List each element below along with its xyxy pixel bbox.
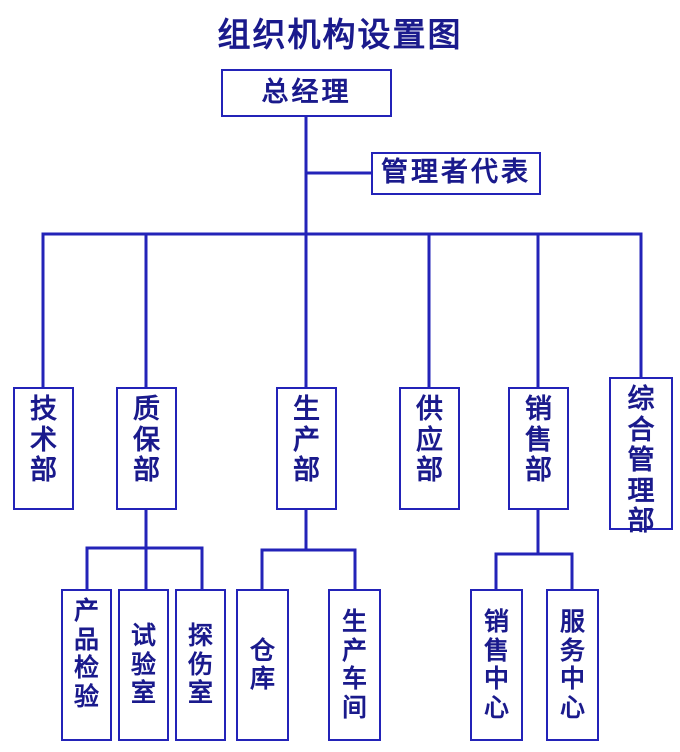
page-title: 组织机构设置图 <box>217 15 463 54</box>
node-label: 总经理 <box>261 76 352 108</box>
node-sales-center[interactable]: 销 售 中 心 <box>470 589 523 741</box>
node-label: 试 验 室 <box>130 621 156 708</box>
node-label: 供 应 部 <box>416 394 443 486</box>
node-label: 销 售 中 心 <box>483 607 509 722</box>
node-admin-dept[interactable]: 综 合 管 理 部 <box>609 377 673 537</box>
node-general-manager[interactable]: 总经理 <box>221 69 392 117</box>
node-supply-dept[interactable]: 供 应 部 <box>399 387 460 510</box>
node-production-dept[interactable]: 生 产 部 <box>276 387 337 510</box>
node-label: 质 保 部 <box>133 394 160 486</box>
node-label: 探 伤 室 <box>187 621 213 708</box>
node-label: 综 合 管 理 部 <box>627 384 655 537</box>
node-tech-dept[interactable]: 技 术 部 <box>13 387 74 510</box>
node-label: 销 售 部 <box>525 394 552 486</box>
node-laboratory[interactable]: 试 验 室 <box>118 589 169 741</box>
node-label: 管理者代表 <box>381 157 531 189</box>
node-product-inspection[interactable]: 产 品 检 验 <box>61 589 112 741</box>
node-warehouse[interactable]: 仓 库 <box>236 589 289 741</box>
node-service-center[interactable]: 服 务 中 心 <box>546 589 599 741</box>
node-label: 仓 库 <box>249 635 275 693</box>
node-label: 技 术 部 <box>30 394 57 486</box>
node-label: 产 品 检 验 <box>73 596 99 711</box>
node-flaw-detection[interactable]: 探 伤 室 <box>175 589 226 741</box>
node-workshop[interactable]: 生 产 车 间 <box>328 589 381 741</box>
node-label: 生 产 部 <box>293 394 320 486</box>
node-management-representative[interactable]: 管理者代表 <box>371 152 541 195</box>
node-qa-dept[interactable]: 质 保 部 <box>116 387 177 510</box>
node-label: 服 务 中 心 <box>559 607 585 722</box>
node-label: 生 产 车 间 <box>341 607 367 722</box>
node-sales-dept[interactable]: 销 售 部 <box>508 387 569 510</box>
